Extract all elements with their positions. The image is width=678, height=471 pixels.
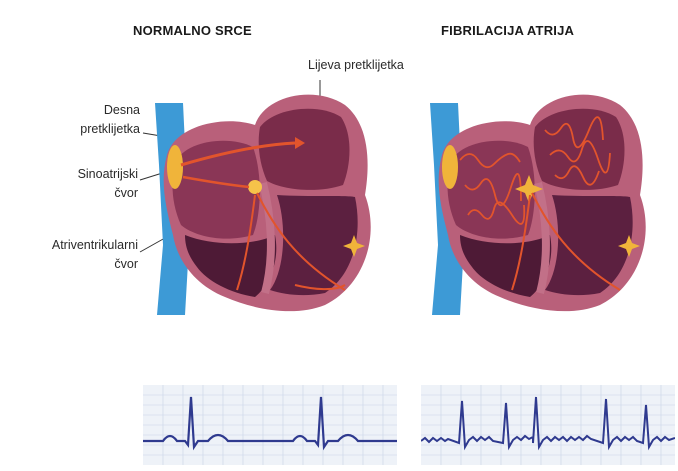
av-node-label: Atriventrikularni čvor	[28, 236, 138, 274]
sa-node-label-line2: čvor	[55, 184, 138, 203]
av-node-label-line2: čvor	[28, 255, 138, 274]
ecg-fibrillation	[421, 385, 675, 465]
right-atrium-label-line2: pretklijetka	[70, 120, 140, 139]
left-atrium-fib	[534, 109, 625, 190]
right-atrium-label: Desna pretklijetka	[70, 101, 140, 139]
ecg-normal	[143, 385, 397, 465]
av-node	[248, 180, 262, 194]
normal-heart-title: NORMALNO SRCE	[133, 23, 252, 38]
left-atrium	[259, 109, 350, 190]
sa-node	[167, 145, 183, 189]
fibrillation-heart-illustration	[420, 85, 670, 335]
normal-heart-illustration	[145, 85, 395, 335]
sa-node-label: Sinoatrijski čvor	[55, 165, 138, 203]
ecg-normal-trace	[143, 385, 397, 465]
ecg-fibrillation-grid	[421, 385, 675, 465]
sa-node-fib	[442, 145, 458, 189]
av-node-label-line1: Atriventrikularni	[28, 236, 138, 255]
left-atrium-label: Lijeva pretklijetka	[308, 56, 404, 75]
ecg-normal-grid	[143, 385, 397, 465]
ecg-fibrillation-line	[421, 397, 675, 447]
fibrillation-heart-title: FIBRILACIJA ATRIJA	[441, 23, 574, 38]
ecg-normal-line	[143, 397, 397, 447]
sa-node-label-line1: Sinoatrijski	[55, 165, 138, 184]
ecg-fibrillation-trace	[421, 385, 675, 465]
right-atrium-label-line1: Desna	[70, 101, 140, 120]
